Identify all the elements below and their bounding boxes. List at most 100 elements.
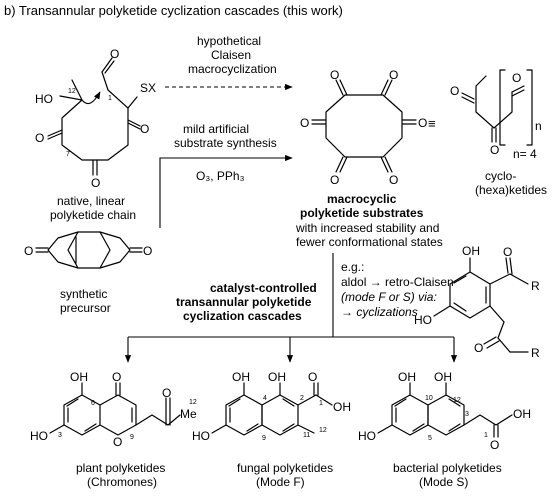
- fungal-caption-2: (Mode F): [256, 475, 305, 489]
- reagents-label: O₃, PPh₃: [196, 169, 245, 183]
- fungal-c11: 11: [303, 432, 310, 439]
- linear-o-left: O: [35, 131, 44, 145]
- bacterial-c1: 1: [484, 432, 488, 439]
- linear-ho-label: HO: [35, 92, 53, 106]
- macro-o-2: O: [389, 68, 398, 82]
- bacterial-c10: 10: [425, 395, 433, 402]
- intermediate-o-bottom: O: [474, 341, 483, 355]
- figure-title: b) Transannular polyketide cyclization c…: [4, 3, 343, 18]
- macrocycle-caption-1: with increased stability and: [295, 221, 439, 235]
- cyclo-n-value: n= 4: [513, 147, 537, 161]
- cyclo-caption-1: cyclo-: [485, 169, 516, 183]
- precursor-o-right: O: [143, 244, 152, 258]
- bacterial-c3: 3: [465, 411, 469, 418]
- catalyst-caption-2: transannular polyketide: [176, 295, 312, 309]
- fungal-structure: OH OH O OH HO 4 2 1 9 11 12: [192, 370, 351, 443]
- hypothetical-label-1: hypothetical: [197, 34, 261, 48]
- chromone-o-ring: O: [113, 435, 122, 449]
- hypothetical-label-3: macrocyclization: [188, 62, 277, 76]
- intermediate-ho: HO: [414, 313, 432, 327]
- fungal-oh-2: OH: [268, 370, 286, 384]
- bacterial-oh-3: OH: [513, 407, 531, 421]
- bacterial-c12: 12: [453, 397, 461, 404]
- macro-o-1: O: [330, 68, 339, 82]
- cyclo-o-right: O: [512, 71, 521, 85]
- cyclo-o-left: O: [450, 84, 459, 98]
- fungal-caption-1: fungal polyketides: [237, 461, 333, 475]
- fungal-c4: 4: [263, 395, 267, 402]
- precursor-o-left: O: [24, 244, 33, 258]
- mechanism-line-3: → cyclizations: [341, 305, 418, 319]
- fungal-c12: 12: [319, 427, 327, 434]
- cyclo-o-bottom: O: [490, 143, 499, 157]
- chromone-oh: OH: [70, 370, 88, 384]
- precursor-structure: O O: [24, 231, 152, 269]
- eg-label: e.g.:: [341, 260, 364, 274]
- chromone-c6: 6: [91, 400, 95, 407]
- macrocycle-caption-2: fewer conformational states: [296, 235, 443, 249]
- linear-polyketide-structure: HO SX O O O O 12 1 7: [35, 47, 156, 190]
- precursor-caption-2: precursor: [60, 301, 111, 315]
- fungal-oh-3: OH: [333, 400, 351, 414]
- chromone-c9: 9: [130, 434, 134, 441]
- linear-o-right: O: [140, 122, 149, 136]
- cyclo-n-subscript: n: [535, 119, 542, 133]
- intermediate-structure: OH O R HO O R: [414, 244, 540, 360]
- chromone-o-carbonyl: O: [112, 370, 121, 384]
- chromone-structure: OH O HO O O Me 6 3 9 12: [30, 370, 197, 449]
- intermediate-oh: OH: [462, 244, 480, 258]
- synthesis-arrow: [159, 154, 293, 228]
- mechanism-line-2: (mode F or S) via:: [341, 290, 437, 304]
- bacterial-caption-1: bacterial polyketides: [393, 461, 502, 475]
- cyclizations-word: cyclizations: [356, 305, 417, 319]
- intermediate-r-top: R: [531, 279, 540, 293]
- macro-o-4: O: [300, 116, 309, 130]
- bacterial-caption-2: (Mode S): [419, 475, 468, 489]
- macrocycle-structure: O O O O O O: [300, 68, 427, 187]
- synthesis-label-2: substrate synthesis: [174, 136, 277, 150]
- linear-chain-caption-2: polyketide chain: [50, 208, 136, 222]
- chromone-me: Me: [180, 407, 197, 421]
- catalyst-caption-1: catalyst-controlled: [210, 281, 317, 295]
- bacterial-oh-1: OH: [398, 370, 416, 384]
- macro-o-5: O: [330, 173, 339, 187]
- precursor-caption-1: synthetic: [60, 287, 107, 301]
- synthesis-label-1: mild artificial: [183, 122, 249, 136]
- macrocycle-caption-bold-2: polyketide substrates: [300, 206, 424, 220]
- fungal-ho: HO: [192, 429, 210, 443]
- equiv-symbol: ≡: [428, 116, 436, 131]
- chromone-ho: HO: [30, 429, 48, 443]
- intermediate-o-top: O: [503, 245, 512, 259]
- linear-c12-number: 12: [68, 88, 76, 95]
- chromone-c12: 12: [189, 399, 197, 406]
- fungal-c2: 2: [300, 395, 304, 402]
- linear-sx-label: SX: [140, 81, 156, 95]
- intermediate-r-bottom: R: [531, 346, 540, 360]
- linear-o-bottom: O: [91, 176, 100, 190]
- plant-caption-2: (Chromones): [87, 475, 157, 489]
- plant-caption-1: plant polyketides: [76, 461, 165, 475]
- chromone-o-ketone: O: [162, 386, 171, 400]
- mechanism-line-1: aldol → retro-Claisen: [341, 275, 454, 289]
- linear-c7-number: 7: [66, 151, 70, 158]
- catalyst-caption-3: cyclization cascades: [183, 309, 302, 323]
- linear-c1-number: 1: [108, 95, 112, 102]
- hypothetical-label-2: Claisen: [211, 48, 251, 62]
- bacterial-oh-2: OH: [434, 370, 452, 384]
- linear-o-top: O: [110, 47, 119, 61]
- bacterial-o: O: [490, 438, 499, 452]
- fungal-o: O: [308, 370, 317, 384]
- bacterial-c5: 5: [428, 435, 432, 442]
- chromone-c3: 3: [58, 432, 62, 439]
- fungal-c9: 9: [262, 435, 266, 442]
- bacterial-ho: HO: [358, 429, 376, 443]
- macro-o-3: O: [418, 116, 427, 130]
- macrocycle-caption-bold-1: macrocyclic: [327, 192, 397, 206]
- bacterial-structure: OH OH HO O OH 10 12 5 3 1: [358, 370, 531, 452]
- linear-chain-caption-1: native, linear: [57, 194, 125, 208]
- fungal-c1: 1: [319, 400, 323, 407]
- fungal-oh-1: OH: [232, 370, 250, 384]
- macro-o-6: O: [389, 173, 398, 187]
- cyclo-caption-2: (hexa)ketides: [475, 183, 547, 197]
